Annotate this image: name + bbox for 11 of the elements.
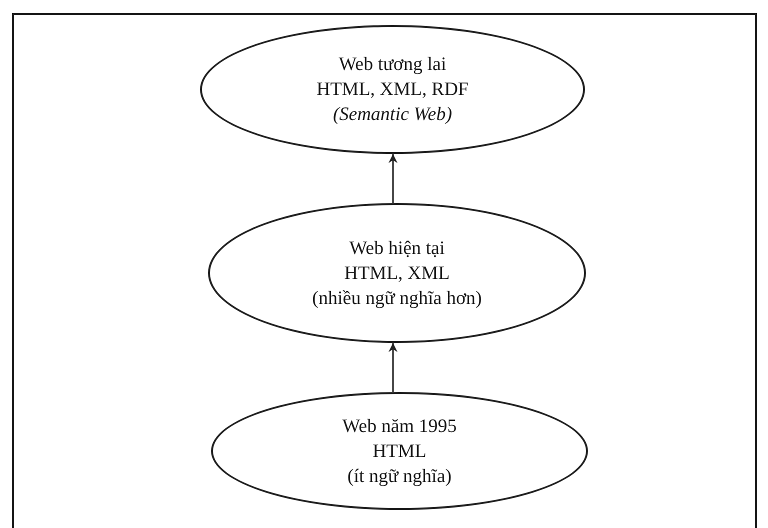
node-text: Web tương lai [338,53,446,77]
node-text: (ít ngữ nghĩa) [347,464,452,488]
node-text: HTML, XML, RDF [316,78,468,102]
node-text: HTML, XML [344,262,450,286]
node-text: Web hiện tại [349,236,445,260]
arrow [388,343,398,392]
node-text: (Semantic Web) [332,103,452,127]
arrow [388,154,398,203]
node-text: HTML [372,440,426,464]
node-text: Web năm 1995 [342,414,457,438]
node-text: (nhiều ngữ nghĩa hơn) [312,286,482,310]
